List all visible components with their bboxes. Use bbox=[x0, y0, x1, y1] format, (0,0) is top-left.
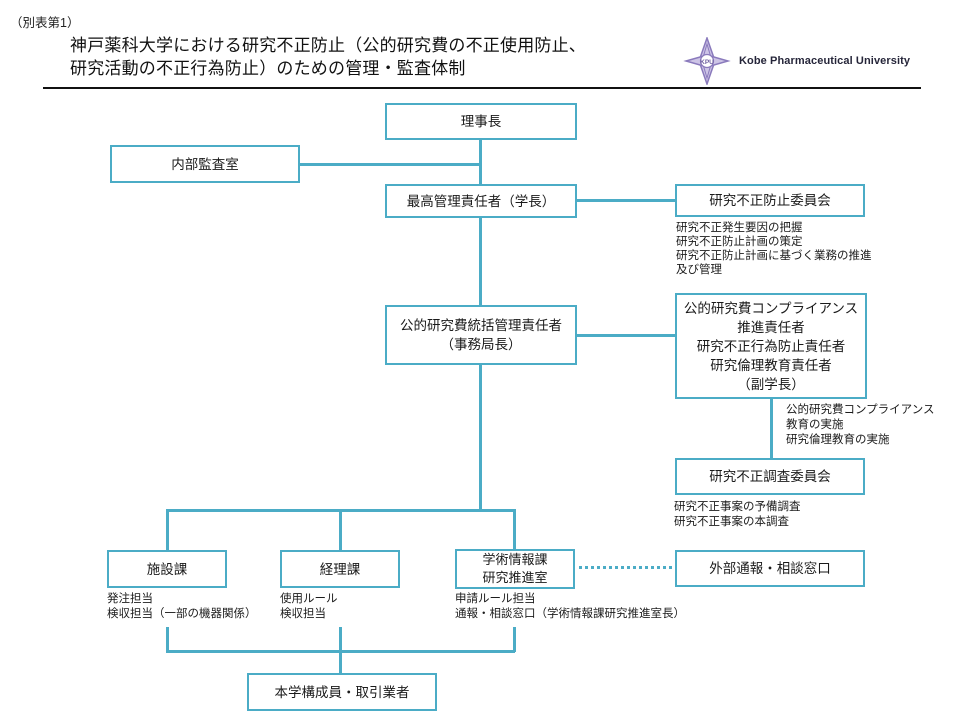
connector-dotted-external-contact bbox=[579, 565, 672, 569]
university-logo: KPU Kobe Pharmaceutical University bbox=[683, 37, 913, 85]
node-facilities-division: 施設課 bbox=[107, 550, 227, 588]
node-compliance-officer: 公的研究費コンプライアンス 推進責任者 研究不正行為防止責任者 研究倫理教育責任… bbox=[675, 293, 867, 399]
connector-fund-manager-compliance bbox=[577, 333, 675, 337]
connector-president-fund-manager bbox=[478, 218, 482, 306]
node-accounting-division: 経理課 bbox=[280, 550, 400, 588]
page-title: 神戸薬科大学における研究不正防止（公的研究費の不正使用防止、 研究活動の不正行為… bbox=[70, 36, 586, 78]
connector-drop-facilities bbox=[165, 508, 169, 552]
node-academic-info-division: 学術情報課 研究推進室 bbox=[455, 549, 575, 589]
connector-chairman-president bbox=[478, 140, 482, 185]
node-external-contact-window: 外部通報・相談窓口 bbox=[675, 550, 865, 587]
connector-fund-manager-divisions bbox=[478, 365, 482, 511]
node-misconduct-prevention-committee: 研究不正防止委員会 bbox=[675, 184, 865, 217]
connector-stub-academic-info bbox=[512, 627, 516, 652]
annotation-facilities-duties: 発注担当 検収担当（一部の機器関係） bbox=[107, 593, 257, 620]
connector-stub-facilities bbox=[165, 627, 169, 652]
connector-audit-office bbox=[300, 162, 480, 166]
annotation-academic-info-duties: 申請ルール担当 通報・相談窓口（学術情報課研究推進室長） bbox=[455, 593, 685, 620]
node-chairman: 理事長 bbox=[385, 103, 577, 140]
annotation-investigation-duties: 研究不正事案の予備調査 研究不正事案の本調査 bbox=[674, 501, 801, 528]
title-underline bbox=[43, 87, 921, 89]
university-name: Kobe Pharmaceutical University bbox=[739, 55, 911, 67]
kpu-logo-icon: KPU bbox=[683, 37, 731, 85]
connector-members-branch bbox=[166, 649, 515, 653]
node-misconduct-investigation-committee: 研究不正調査委員会 bbox=[675, 458, 865, 495]
annotation-education-duties: 公的研究費コンプライアンス 教育の実施 研究倫理教育の実施 bbox=[786, 404, 935, 446]
node-internal-audit-office: 内部監査室 bbox=[110, 145, 300, 183]
node-fund-general-manager: 公的研究費統括管理責任者 （事務局長） bbox=[385, 305, 577, 365]
connector-president-prevention-committee bbox=[577, 199, 675, 202]
connector-compliance-investigation bbox=[769, 399, 773, 459]
annotation-prevention-committee-duties: 研究不正発生要因の把握 研究不正防止計画の策定 研究不正防止計画に基づく業務の推… bbox=[676, 222, 872, 276]
node-chief-management-officer: 最高管理責任者（学長） bbox=[385, 184, 577, 218]
appendix-note: （別表第1） bbox=[10, 16, 80, 30]
node-university-members: 本学構成員・取引業者 bbox=[247, 673, 437, 711]
annotation-accounting-duties: 使用ルール 検収担当 bbox=[280, 593, 338, 620]
connector-drop-accounting bbox=[338, 508, 342, 552]
svg-text:KPU: KPU bbox=[700, 59, 714, 66]
connector-drop-academic-info bbox=[512, 508, 516, 551]
